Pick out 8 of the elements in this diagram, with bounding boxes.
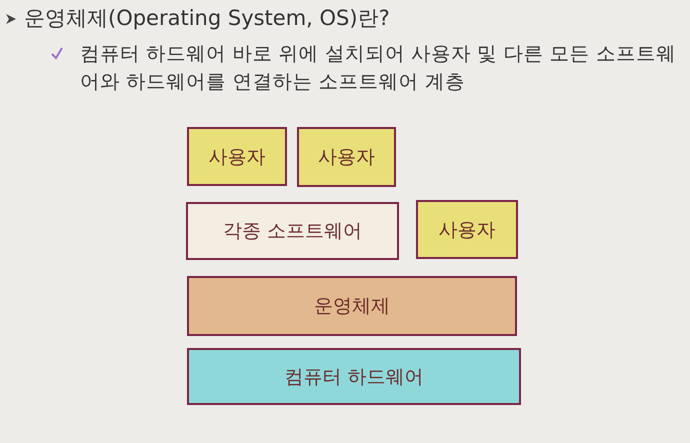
hardware-box: 컴퓨터 하드웨어 <box>187 348 521 405</box>
bullet-text: 컴퓨터 하드웨어 바로 위에 설치되어 사용자 및 다른 모든 소프트웨어와 하드웨어를 연결하는 소프트웨어 계층 <box>80 41 677 95</box>
software-box: 각종 소프트웨어 <box>186 202 399 260</box>
heading: 운영체제(Operating System, OS)란? <box>24 5 390 32</box>
user-box: 사용자 <box>297 127 396 187</box>
user-box: 사용자 <box>416 200 518 259</box>
os-box: 운영체제 <box>187 276 517 336</box>
user-box: 사용자 <box>187 127 287 186</box>
